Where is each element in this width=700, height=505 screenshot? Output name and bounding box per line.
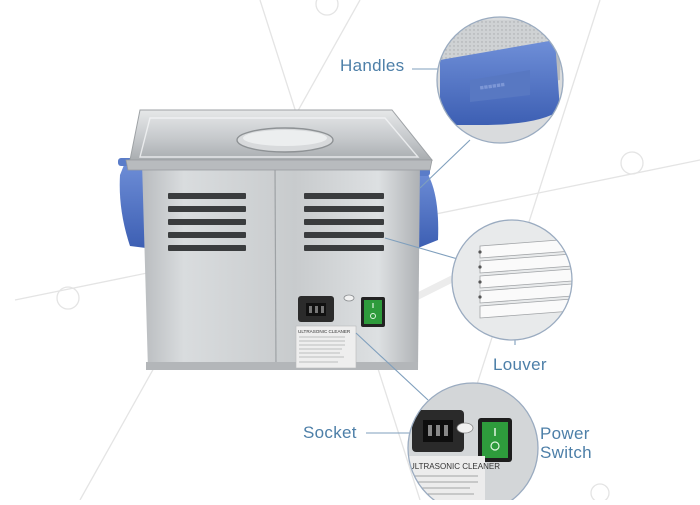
left-handle	[119, 160, 146, 248]
callout-louver: Louver	[493, 355, 547, 374]
zoom-handles: ■■■■■■	[436, 16, 564, 144]
power-socket	[298, 296, 334, 322]
callout-handles: Handles	[340, 56, 404, 75]
zoom-socket: ULTRASONIC CLEANER	[407, 382, 539, 505]
louver-left	[168, 193, 246, 251]
callout-socket: Socket	[303, 423, 357, 442]
spec-label-title: ULTRASONIC CLEANER	[298, 329, 351, 334]
callout-socket-text: Socket	[303, 423, 357, 442]
ultrasonic-cleaner: ULTRASONIC CLEANER	[118, 109, 439, 371]
callout-power-switch-line2: Switch	[540, 443, 592, 462]
power-switch	[361, 297, 385, 327]
callout-handles-text: Handles	[340, 56, 405, 75]
spec-label: ULTRASONIC CLEANER	[295, 325, 357, 369]
zoom-spec-label-title: ULTRASONIC CLEANER	[409, 462, 500, 471]
svg-text:■■■■■■: ■■■■■■	[479, 82, 505, 92]
callout-louver-text: Louver	[493, 355, 547, 374]
callout-power-switch: Power Switch	[540, 424, 592, 462]
zoom-louver	[451, 219, 573, 341]
louver-right	[304, 193, 384, 251]
callout-power-switch-line1: Power	[540, 424, 590, 443]
